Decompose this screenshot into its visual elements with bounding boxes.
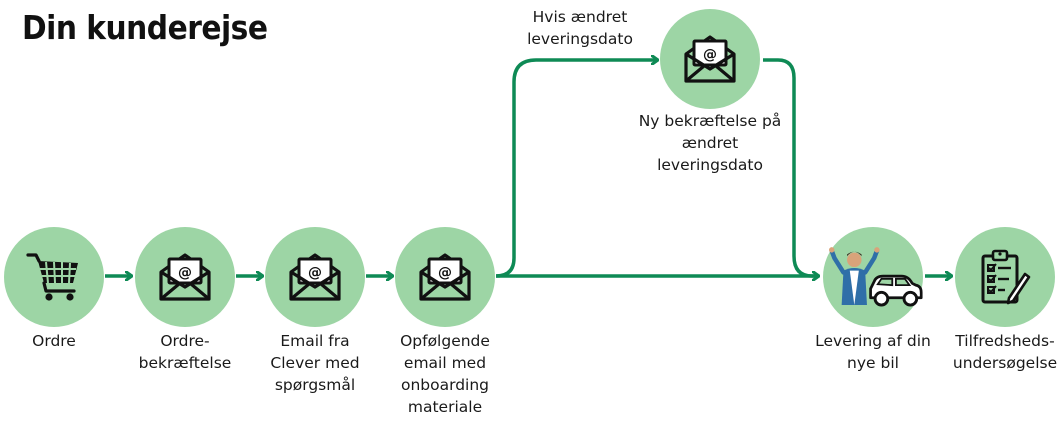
page-title: Din kunderejse bbox=[22, 8, 268, 47]
step-order-label: Ordre bbox=[32, 332, 76, 350]
step-survey-label: Tilfredsheds- undersøgelse bbox=[952, 332, 1058, 372]
branch-up-to-new-confirmation bbox=[495, 60, 657, 278]
step-confirmation-node: @ bbox=[135, 227, 235, 327]
svg-text:@: @ bbox=[308, 265, 322, 281]
step-followup-node: @ bbox=[395, 227, 495, 327]
person-and-car-icon bbox=[829, 247, 923, 307]
shopping-cart-icon bbox=[26, 253, 78, 301]
step-new-confirmation-label: Ny bekræftelse på ændret leveringsdato bbox=[638, 112, 782, 174]
email-icon: @ bbox=[159, 253, 211, 301]
branch-condition-label: Hvis ændret leveringsdato bbox=[527, 8, 633, 48]
step-email-questions-node: @ bbox=[265, 227, 365, 327]
clipboard-checklist-icon bbox=[981, 249, 1031, 305]
email-icon: @ bbox=[289, 253, 341, 301]
step-email-questions-label: Email fra Clever med spørgsmål bbox=[270, 332, 360, 394]
step-order-node bbox=[4, 227, 104, 327]
step-survey-node bbox=[955, 227, 1055, 327]
email-icon: @ bbox=[684, 35, 736, 83]
svg-text:@: @ bbox=[703, 47, 717, 63]
step-new-confirmation-node: @ bbox=[660, 9, 760, 109]
step-followup-label: Opfølgende email med onboarding material… bbox=[400, 332, 490, 416]
branch-down-to-delivery bbox=[763, 58, 818, 278]
step-confirmation-label: Ordre- bekræftelse bbox=[138, 332, 232, 372]
svg-text:@: @ bbox=[178, 265, 192, 281]
email-icon: @ bbox=[419, 253, 471, 301]
step-delivery-label: Levering af din nye bil bbox=[815, 332, 931, 372]
step-delivery-node bbox=[823, 227, 923, 327]
svg-text:@: @ bbox=[438, 265, 452, 281]
